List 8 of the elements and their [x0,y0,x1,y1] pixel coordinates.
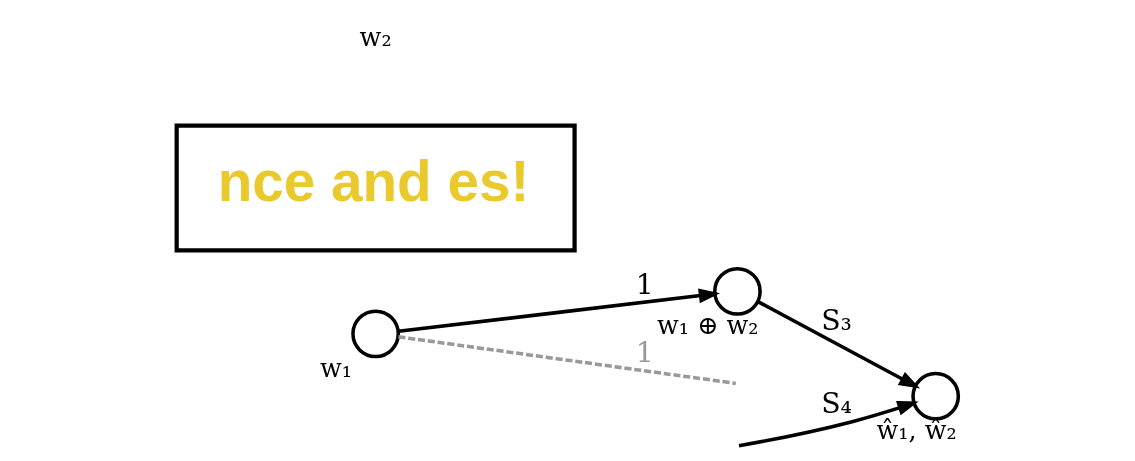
edge-label: 1 [635,268,654,302]
edge-label: S₄ [821,387,852,421]
node-label: w₁ ⊕ w₂ [656,310,759,341]
node-label: ŵ₁, ŵ₂ [876,415,957,446]
edge-label: 1 [635,336,654,370]
edge-label: S₃ [821,303,852,337]
node-label: w₁ [319,352,352,383]
label: w₂ [359,21,392,52]
